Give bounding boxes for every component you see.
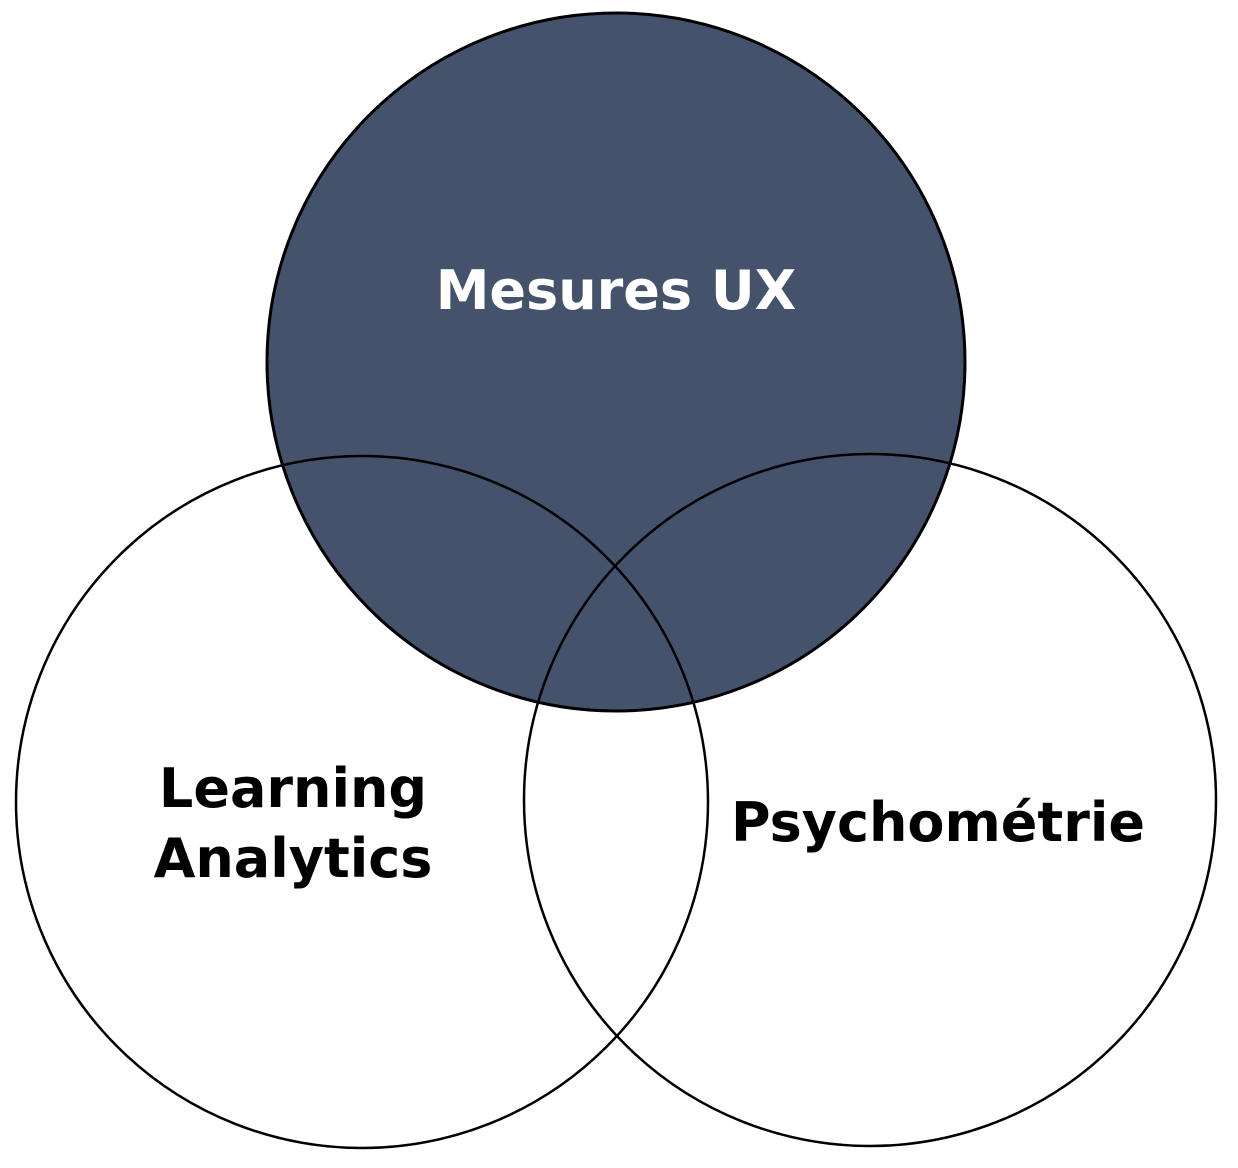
mesures-ux-circle	[265, 11, 967, 713]
psychometrie-circle	[522, 452, 1218, 1148]
learning-analytics-circle	[14, 454, 710, 1150]
learning-analytics-label: Learning Analytics	[153, 756, 433, 890]
psychometrie-label: Psychométrie	[731, 790, 1145, 854]
mesures-ux-label: Mesures UX	[435, 258, 797, 322]
